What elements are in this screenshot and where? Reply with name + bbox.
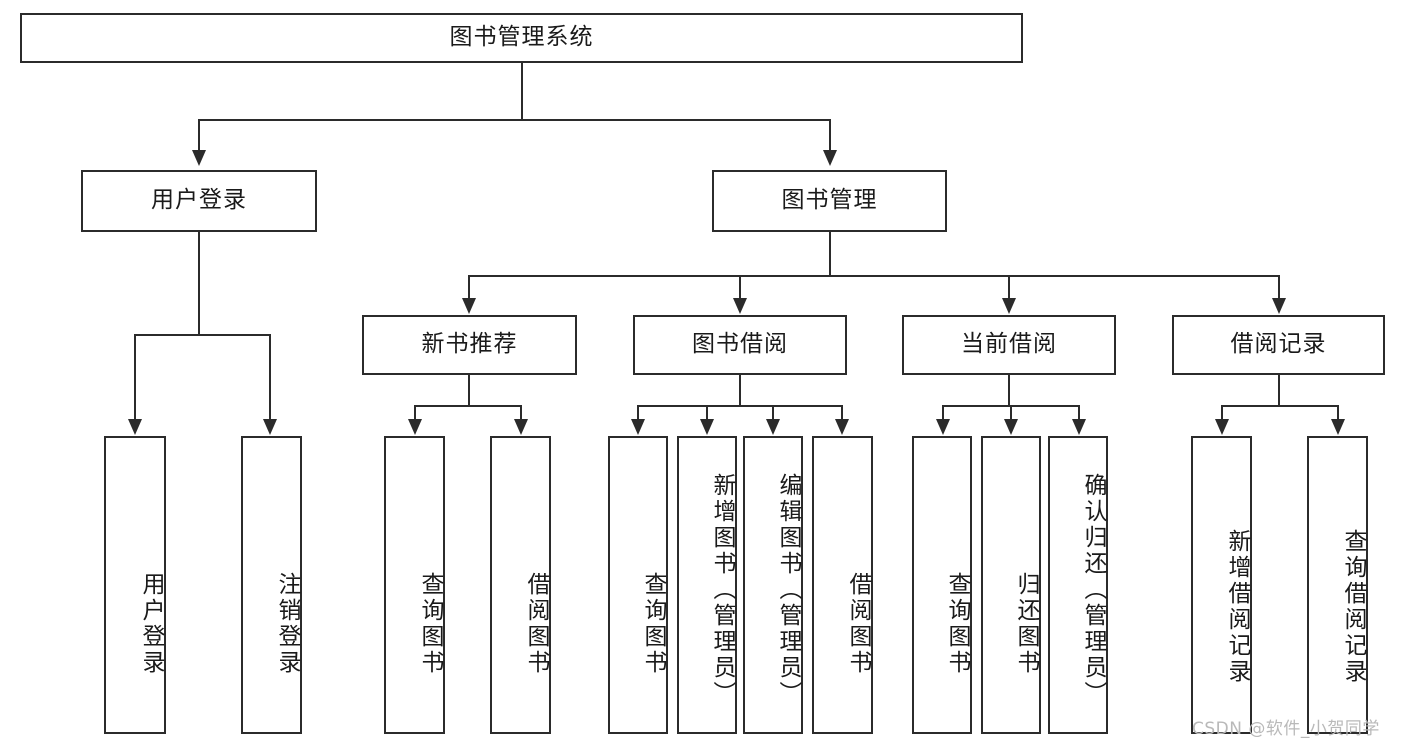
connector-book-manage-bar	[468, 275, 1280, 277]
node-label: 编辑图书（管理员）	[775, 473, 801, 707]
arrowhead-user-login-leaf-2	[263, 419, 277, 435]
connector-borrow-record-bar	[1221, 405, 1339, 407]
connector-book-borrow-to-leaf-2	[706, 405, 708, 421]
node-label: 图书管理	[781, 187, 878, 214]
connector-current-borrow-to-leaf-2	[1010, 405, 1012, 421]
arrowhead-current-borrow-leaf-2	[1004, 419, 1018, 435]
csdn-watermark: CSDN @软件_小贺同学	[1192, 719, 1380, 739]
connector-root-to-user-login	[198, 119, 200, 152]
connector-borrow-record-stem	[1278, 375, 1280, 407]
connector-book-borrow-to-leaf-1	[637, 405, 639, 421]
connector-user-login-bar	[134, 334, 271, 336]
connector-root-to-book-manage	[829, 119, 831, 152]
node-label: 图书管理系统	[449, 24, 594, 51]
arrowhead-book-borrow-leaf-1	[631, 419, 645, 435]
node-borrow-record[interactable]: 借阅记录	[1172, 315, 1385, 375]
leaf-book-borrow-edit-book-admin[interactable]: 编辑图书（管理员）	[743, 436, 803, 734]
arrowhead-root-to-book-manage	[823, 150, 837, 166]
node-label: 查询借阅记录	[1340, 529, 1366, 685]
node-label: 确认归还（管理员）	[1080, 473, 1106, 707]
arrowhead-book-manage-new-book	[462, 298, 476, 314]
node-root-system[interactable]: 图书管理系统	[20, 13, 1023, 63]
arrowhead-new-book-leaf-1	[408, 419, 422, 435]
arrowhead-book-borrow-leaf-2	[700, 419, 714, 435]
connector-book-borrow-stem	[739, 375, 741, 407]
node-book-manage[interactable]: 图书管理	[712, 170, 947, 232]
connector-book-borrow-to-leaf-4	[841, 405, 843, 421]
arrowhead-current-borrow-leaf-1	[936, 419, 950, 435]
node-book-borrow[interactable]: 图书借阅	[633, 315, 847, 375]
node-user-login[interactable]: 用户登录	[81, 170, 317, 232]
node-label: 新书推荐	[421, 331, 518, 358]
leaf-current-borrow-query-book[interactable]: 查询图书	[912, 436, 972, 734]
arrowhead-book-manage-current	[1002, 298, 1016, 314]
node-label: 借阅记录	[1230, 331, 1327, 358]
leaf-borrow-record-add-record[interactable]: 新增借阅记录	[1191, 436, 1252, 734]
connector-current-borrow-to-leaf-3	[1078, 405, 1080, 421]
connector-book-manage-to-record	[1278, 275, 1280, 300]
connector-book-borrow-to-leaf-3	[772, 405, 774, 421]
arrowhead-user-login-leaf-1	[128, 419, 142, 435]
connector-root-bar	[198, 119, 831, 121]
leaf-user-login-logout[interactable]: 注销登录	[241, 436, 302, 734]
connector-current-borrow-stem	[1008, 375, 1010, 407]
node-label: 借阅图书	[845, 572, 871, 676]
node-label: 用户登录	[138, 572, 164, 676]
node-label: 图书借阅	[692, 331, 788, 358]
leaf-new-book-borrow-book[interactable]: 借阅图书	[490, 436, 551, 734]
node-label: 新增图书（管理员）	[709, 473, 735, 707]
arrowhead-borrow-record-leaf-2	[1331, 419, 1345, 435]
connector-new-book-bar	[414, 405, 522, 407]
connector-user-login-stem	[198, 232, 200, 336]
connector-borrow-record-to-leaf-1	[1221, 405, 1223, 421]
connector-root-stem	[521, 63, 523, 120]
node-label: 归还图书	[1013, 572, 1039, 676]
node-label: 当前借阅	[961, 331, 1057, 358]
arrowhead-new-book-leaf-2	[514, 419, 528, 435]
node-label: 用户登录	[151, 187, 247, 214]
node-label: 查询图书	[944, 572, 970, 676]
connector-book-borrow-bar	[637, 405, 843, 407]
leaf-current-borrow-confirm-return-admin[interactable]: 确认归还（管理员）	[1048, 436, 1108, 734]
connector-user-login-to-leaf-2	[269, 334, 271, 420]
arrowhead-book-borrow-leaf-4	[835, 419, 849, 435]
leaf-book-borrow-add-book-admin[interactable]: 新增图书（管理员）	[677, 436, 737, 734]
node-label: 新增借阅记录	[1224, 529, 1250, 685]
connector-new-book-to-leaf-2	[520, 405, 522, 421]
connector-book-manage-stem	[829, 232, 831, 277]
leaf-borrow-record-query-record[interactable]: 查询借阅记录	[1307, 436, 1368, 734]
connector-borrow-record-to-leaf-2	[1337, 405, 1339, 421]
arrowhead-book-manage-record	[1272, 298, 1286, 314]
node-label: 查询图书	[640, 572, 666, 676]
connector-book-manage-to-new-book	[468, 275, 470, 300]
leaf-current-borrow-return-book[interactable]: 归还图书	[981, 436, 1041, 734]
leaf-user-login-login[interactable]: 用户登录	[104, 436, 166, 734]
node-label: 查询图书	[417, 572, 443, 676]
connector-user-login-to-leaf-1	[134, 334, 136, 420]
connector-current-borrow-to-leaf-1	[942, 405, 944, 421]
node-current-borrow[interactable]: 当前借阅	[902, 315, 1116, 375]
connector-new-book-stem	[468, 375, 470, 407]
leaf-book-borrow-query-book[interactable]: 查询图书	[608, 436, 668, 734]
connector-new-book-to-leaf-1	[414, 405, 416, 421]
leaf-new-book-query-book[interactable]: 查询图书	[384, 436, 445, 734]
node-label: 借阅图书	[523, 572, 549, 676]
connector-book-manage-to-borrow	[739, 275, 741, 300]
node-new-book-recommend[interactable]: 新书推荐	[362, 315, 577, 375]
arrowhead-borrow-record-leaf-1	[1215, 419, 1229, 435]
connector-book-manage-to-current	[1008, 275, 1010, 300]
leaf-book-borrow-borrow-book[interactable]: 借阅图书	[812, 436, 873, 734]
arrowhead-book-borrow-leaf-3	[766, 419, 780, 435]
arrowhead-root-to-user-login	[192, 150, 206, 166]
arrowhead-book-manage-borrow	[733, 298, 747, 314]
arrowhead-current-borrow-leaf-3	[1072, 419, 1086, 435]
node-label: 注销登录	[274, 572, 300, 676]
